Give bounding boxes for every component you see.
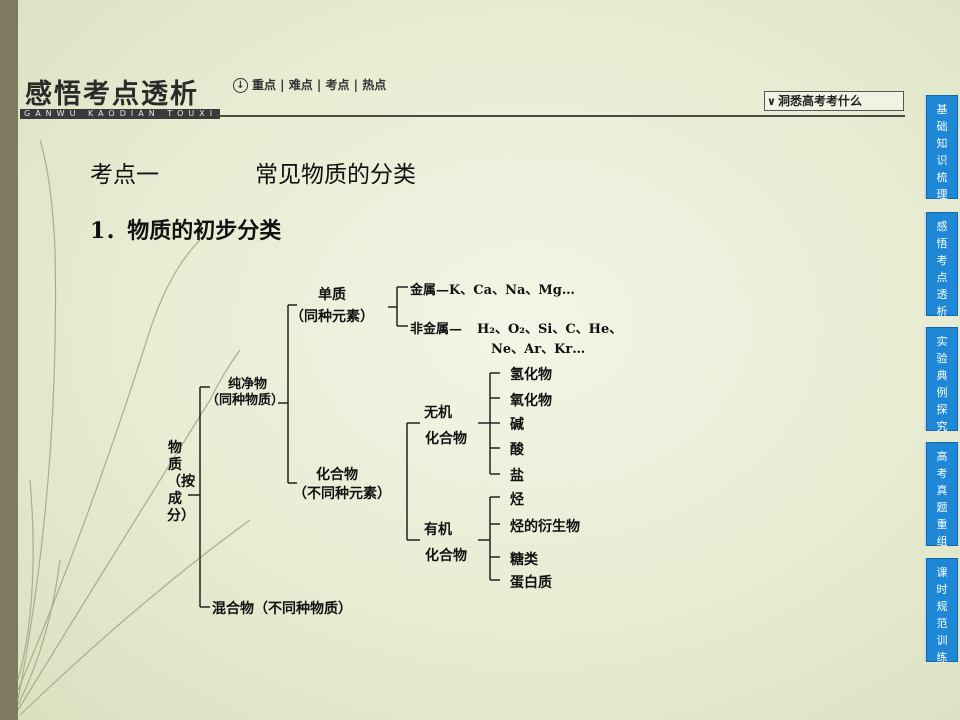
element-node: 单质 bbox=[318, 287, 346, 303]
nav-tab-label: 课时规范训练 bbox=[936, 566, 948, 664]
nav-tab-label: 高考真题重组 bbox=[936, 450, 948, 548]
organic-node-line2: 化合物 bbox=[425, 548, 467, 564]
inorganic-node-line2: 化合物 bbox=[425, 431, 467, 447]
nonmetal-label: 非金属— bbox=[410, 322, 463, 337]
nav-tab-experiments[interactable]: 实验典例探究 bbox=[926, 327, 958, 433]
mixture-node: 混合物（不同种物质） bbox=[212, 601, 352, 617]
pure-substance-note: （同种物质） bbox=[206, 393, 285, 408]
root-node: 物质（按成分） bbox=[167, 440, 195, 524]
tagline: ↓ 重点 | 难点 | 考点 | 热点 bbox=[233, 76, 386, 93]
organic-item: 烃的衍生物 bbox=[510, 519, 580, 535]
organic-item: 烃 bbox=[510, 492, 524, 508]
metal-node: 金属—K、Ca、Na、Mg… bbox=[410, 283, 575, 298]
section-label: 考点一 bbox=[90, 162, 159, 188]
nonmetal-line1: H₂、O₂、Si、C、He、 bbox=[477, 322, 623, 337]
compound-note: （不同种元素） bbox=[293, 486, 391, 502]
inorganic-node-line1: 无机 bbox=[424, 405, 452, 421]
nav-tab-label: 实验典例探究 bbox=[936, 335, 948, 433]
inorganic-item: 酸 bbox=[510, 442, 524, 458]
inorganic-item: 盐 bbox=[510, 468, 524, 484]
pure-substance-node: 纯净物 bbox=[228, 377, 268, 392]
nav-tab-label: 基础知识梳理 bbox=[936, 103, 948, 201]
insight-button[interactable]: ∨洞悉高考考什么 bbox=[764, 91, 904, 111]
arrow-circle-icon: ↓ bbox=[233, 78, 248, 93]
slide-header: 感悟考点透析 GANWU KAODIAN TOUXI ↓ 重点 | 难点 | 考点… bbox=[20, 62, 905, 120]
organic-item: 蛋白质 bbox=[510, 575, 552, 591]
chevron-down-icon: ∨ bbox=[767, 95, 776, 108]
insight-button-label: 洞悉高考考什么 bbox=[777, 94, 862, 108]
inorganic-item: 氧化物 bbox=[510, 393, 552, 409]
decorative-leaf-lines bbox=[17, 139, 251, 716]
element-note: （同种元素） bbox=[290, 309, 374, 325]
organic-node-line1: 有机 bbox=[424, 522, 452, 538]
compound-node: 化合物 bbox=[316, 467, 358, 483]
inorganic-item: 氢化物 bbox=[510, 367, 552, 383]
header-rule bbox=[218, 115, 905, 117]
nav-tab-key-points[interactable]: 感悟考点透析 bbox=[926, 212, 958, 318]
left-decorative-bar bbox=[0, 0, 18, 720]
nav-tab-basics[interactable]: 基础知识梳理 bbox=[926, 95, 958, 201]
subheading: 1．物质的初步分类 bbox=[90, 218, 282, 244]
inorganic-item: 碱 bbox=[510, 417, 524, 433]
nav-tab-label: 感悟考点透析 bbox=[936, 220, 948, 318]
nav-tab-practice[interactable]: 课时规范训练 bbox=[926, 558, 958, 664]
nav-tab-exam-questions[interactable]: 高考真题重组 bbox=[926, 442, 958, 548]
nonmetal-line2: Ne、Ar、Kr… bbox=[491, 342, 586, 357]
organic-item: 糖类 bbox=[510, 552, 538, 568]
brand-subtitle: GANWU KAODIAN TOUXI bbox=[20, 109, 220, 119]
section-title: 常见物质的分类 bbox=[255, 162, 416, 188]
brand-title: 感悟考点透析 bbox=[25, 79, 199, 110]
tagline-text: 重点 | 难点 | 考点 | 热点 bbox=[252, 78, 387, 92]
